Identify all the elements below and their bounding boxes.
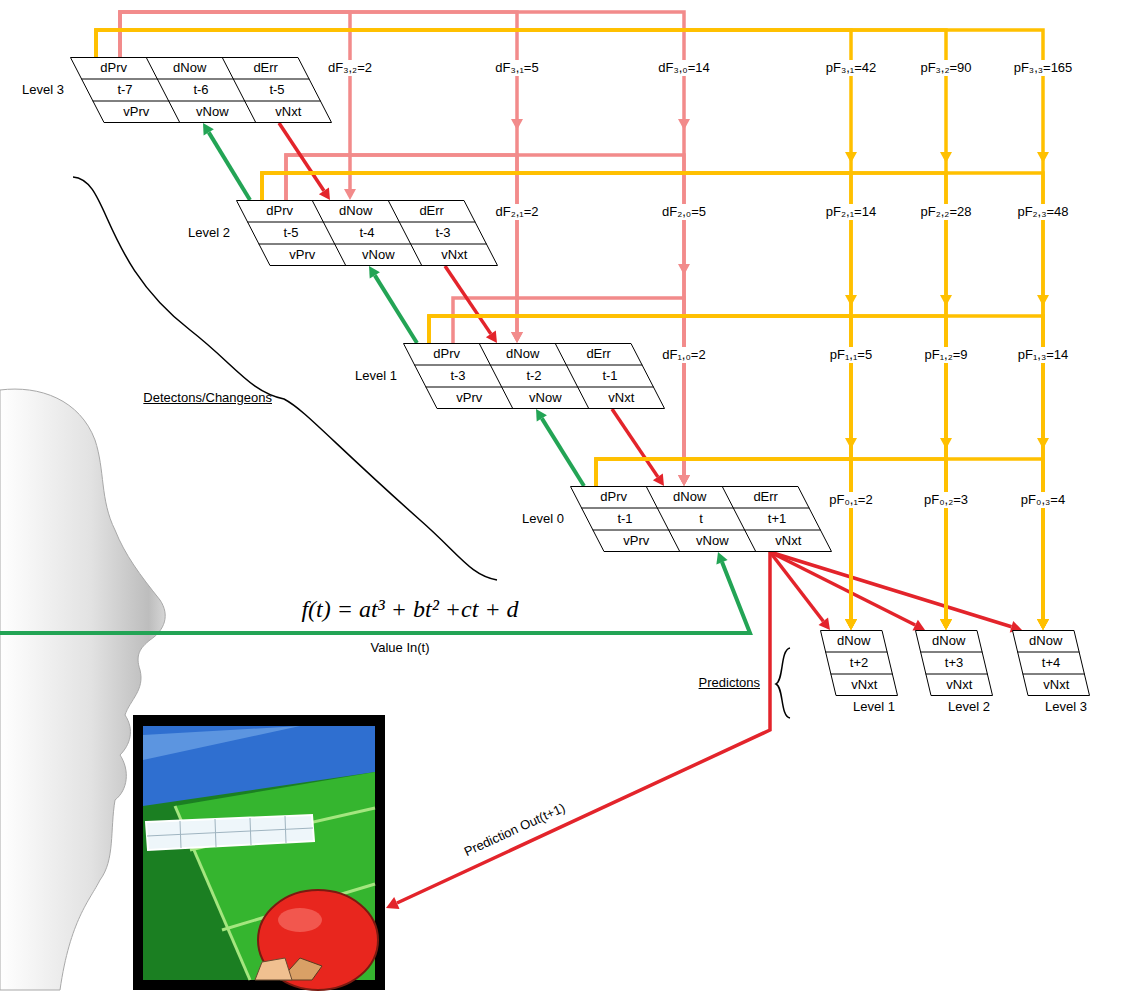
cell-text: t+1 bbox=[768, 508, 786, 530]
cell-text: vNow bbox=[529, 387, 562, 409]
cell-text: vPrv bbox=[289, 244, 315, 266]
cell-text: dNow bbox=[173, 57, 206, 79]
cell-text: dPrv bbox=[433, 343, 460, 365]
factor-label: pF₀,₂=3 bbox=[922, 492, 970, 508]
connector bbox=[120, 12, 523, 343]
cell-text: t+4 bbox=[1042, 652, 1060, 674]
level-label: Level 2 bbox=[188, 222, 230, 244]
ping-pong-picture bbox=[133, 715, 385, 990]
factor-label: pF₃,₂=90 bbox=[918, 60, 973, 76]
cell-text: vNxt bbox=[441, 244, 467, 266]
factor-label: dF₃,₁=5 bbox=[493, 60, 540, 76]
connector bbox=[120, 12, 690, 486]
cell-text: vNxt bbox=[608, 387, 634, 409]
cell-text: vPrv bbox=[623, 530, 649, 552]
cell-text: t-3 bbox=[435, 222, 450, 244]
signal-label: Value In(t) bbox=[368, 640, 431, 656]
connector bbox=[279, 123, 330, 200]
cell-text: vNxt bbox=[275, 101, 301, 123]
factor-label: pF₃,₁=42 bbox=[824, 60, 879, 76]
cell-text: vNxt bbox=[946, 674, 972, 696]
level-label: Level 0 bbox=[522, 508, 564, 530]
value-input-line bbox=[0, 552, 750, 633]
factor-label: dF₁,₀=2 bbox=[660, 347, 707, 363]
cell-text: dErr bbox=[586, 343, 611, 365]
factor-label: pF₁,₂=9 bbox=[922, 347, 969, 363]
cell-text: t-2 bbox=[526, 365, 541, 387]
connector bbox=[770, 552, 830, 630]
level-label: Level 2 bbox=[948, 696, 990, 718]
cell-text: vNow bbox=[696, 530, 729, 552]
formula-label: f(t) = at³ + bt² +ct + d bbox=[299, 595, 520, 623]
cell-text: vPrv bbox=[456, 387, 482, 409]
cell-text: dPrv bbox=[600, 486, 627, 508]
cell-text: dErr bbox=[253, 57, 278, 79]
cell-text: dNow bbox=[1029, 630, 1062, 652]
level-label: Level 1 bbox=[355, 365, 397, 387]
factor-label: dF₃,₀=14 bbox=[656, 60, 712, 76]
cell-text: t-1 bbox=[617, 508, 632, 530]
cell-text: t-1 bbox=[602, 365, 617, 387]
factor-label: pF₁,₃=14 bbox=[1016, 347, 1071, 363]
level-label: Level 3 bbox=[1045, 696, 1087, 718]
connector bbox=[536, 409, 584, 486]
cell-text: vNow bbox=[362, 244, 395, 266]
cell-text: t-3 bbox=[450, 365, 465, 387]
cell-text: dNow bbox=[673, 486, 706, 508]
connector bbox=[369, 266, 417, 343]
cell-text: dNow bbox=[339, 200, 372, 222]
cell-text: dErr bbox=[753, 486, 778, 508]
factor-label: pF₁,₁=5 bbox=[828, 347, 874, 363]
factor-label: pF₂,₁=14 bbox=[824, 204, 878, 220]
factor-label: pF₀,₃=4 bbox=[1019, 492, 1067, 508]
detecton-node: Level 1 dPrv dNow dErr t-3 t-2 t-1 vPrv vNow vNxt bbox=[339, 343, 665, 409]
factor-label: pF₂,₃=48 bbox=[1015, 204, 1070, 220]
factor-label: dF₂,₁=2 bbox=[493, 204, 540, 220]
predicton-node: dNowt+2vNxtLevel 1 bbox=[820, 630, 898, 718]
group-label: Detectons/Changeons bbox=[141, 390, 274, 406]
cell-text: vNow bbox=[196, 101, 229, 123]
factor-label: pF₀,₁=2 bbox=[827, 492, 874, 508]
connector bbox=[445, 266, 497, 343]
predicton-node: dNowt+3vNxtLevel 2 bbox=[915, 630, 993, 718]
cell-text: dNow bbox=[506, 343, 539, 365]
connector bbox=[203, 123, 250, 200]
factor-label: pF₃,₃=165 bbox=[1012, 60, 1075, 76]
detecton-node: Level 0 dPrv dNow dErr t-1 t t+1 vPrv vNow vNxt bbox=[506, 486, 832, 552]
cell-text: dPrv bbox=[266, 200, 293, 222]
cell-text: t bbox=[699, 508, 703, 530]
cell-text: t-6 bbox=[193, 79, 208, 101]
factor-label: dF₃,₂=2 bbox=[326, 60, 374, 76]
connector bbox=[286, 155, 690, 486]
cell-text: vNxt bbox=[851, 674, 877, 696]
factor-label: pF₂,₂=28 bbox=[919, 204, 974, 220]
cell-text: dErr bbox=[419, 200, 444, 222]
cell-text: t-5 bbox=[269, 79, 284, 101]
predictons-brace bbox=[776, 648, 790, 718]
cell-text: dNow bbox=[837, 630, 870, 652]
cell-text: vNxt bbox=[1043, 674, 1069, 696]
level-label: Level 3 bbox=[22, 79, 64, 101]
cell-text: t+2 bbox=[850, 652, 868, 674]
factor-label: dF₂,₀=5 bbox=[660, 204, 708, 220]
cell-text: t-5 bbox=[283, 222, 298, 244]
predicton-node: dNowt+4vNxtLevel 3 bbox=[1012, 630, 1090, 718]
level-label: Level 1 bbox=[853, 696, 895, 718]
detecton-node: Level 3 dPrv dNow dErr t-7 t-6 t-5 vPrv vNow vNxt bbox=[6, 57, 332, 123]
cell-text: t-4 bbox=[359, 222, 374, 244]
cell-text: vNxt bbox=[775, 530, 801, 552]
cell-text: t-7 bbox=[117, 79, 132, 101]
group-label: Predictons bbox=[697, 675, 762, 691]
connector bbox=[612, 409, 664, 486]
detecton-node: Level 2 dPrv dNow dErr t-5 t-4 t-3 vPrv vNow vNxt bbox=[172, 200, 498, 266]
cell-text: dPrv bbox=[100, 57, 127, 79]
connector bbox=[770, 552, 1022, 632]
cell-text: t+3 bbox=[945, 652, 963, 674]
cell-text: vPrv bbox=[123, 101, 149, 123]
cell-text: dNow bbox=[932, 630, 965, 652]
